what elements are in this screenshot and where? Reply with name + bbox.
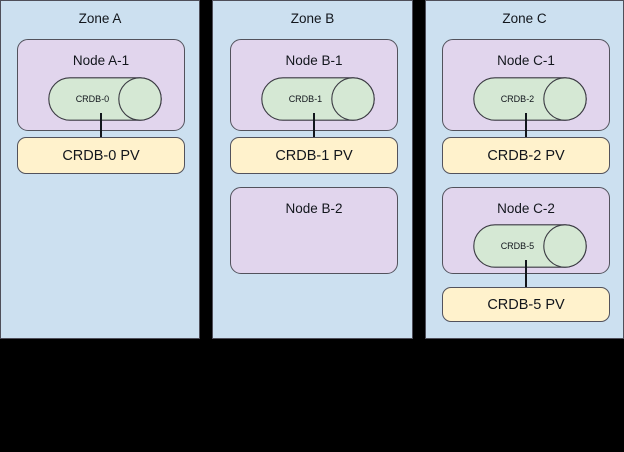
volume-crdb-2-pv: CRDB-2 PV <box>442 137 610 174</box>
volume-crdb-1-pv-label: CRDB-1 PV <box>275 147 353 164</box>
volume-crdb-0-pv: CRDB-0 PV <box>17 137 185 174</box>
zone-c-title: Zone C <box>502 11 547 26</box>
zone-a-title: Zone A <box>78 11 122 26</box>
volume-crdb-2-pv-label: CRDB-2 PV <box>487 147 565 164</box>
zone-b: Zone B Node B-1 CRDB-1 CRDB-1 PV Node B-… <box>212 0 413 339</box>
node-c-2-title: Node C-2 <box>497 201 555 216</box>
database-crdb-2: CRDB-2 <box>473 77 587 121</box>
connector-node-b-1-to-crdb-1-pv <box>313 113 315 139</box>
volume-crdb-5-pv: CRDB-5 PV <box>442 287 610 322</box>
node-c-1-title: Node C-1 <box>497 53 555 68</box>
connector-node-c-1-to-crdb-2-pv <box>525 113 527 139</box>
volume-crdb-5-pv-label: CRDB-5 PV <box>487 296 565 313</box>
node-c-2: Node C-2 CRDB-5 <box>442 187 610 274</box>
volume-crdb-0-pv-label: CRDB-0 PV <box>62 147 140 164</box>
volume-crdb-1-pv: CRDB-1 PV <box>230 137 398 174</box>
database-crdb-5: CRDB-5 <box>473 224 587 268</box>
node-b-1-title: Node B-1 <box>285 53 343 68</box>
node-b-2-title: Node B-2 <box>285 201 343 216</box>
zone-c: Zone C Node C-1 CRDB-2 CRDB-2 PV Node C-… <box>425 0 624 339</box>
node-b-2: Node B-2 <box>230 187 398 274</box>
node-c-1: Node C-1 CRDB-2 <box>442 39 610 131</box>
zone-a: Zone A Node A-1 CRDB-0 CRDB-0 PV <box>0 0 200 339</box>
database-crdb-0: CRDB-0 <box>48 77 162 121</box>
node-a-1-title: Node A-1 <box>72 53 130 68</box>
connector-node-c-2-to-crdb-5-pv <box>525 260 527 288</box>
database-crdb-1: CRDB-1 <box>261 77 375 121</box>
connector-node-a-1-to-crdb-0-pv <box>100 113 102 139</box>
zone-b-title: Zone B <box>290 11 335 26</box>
